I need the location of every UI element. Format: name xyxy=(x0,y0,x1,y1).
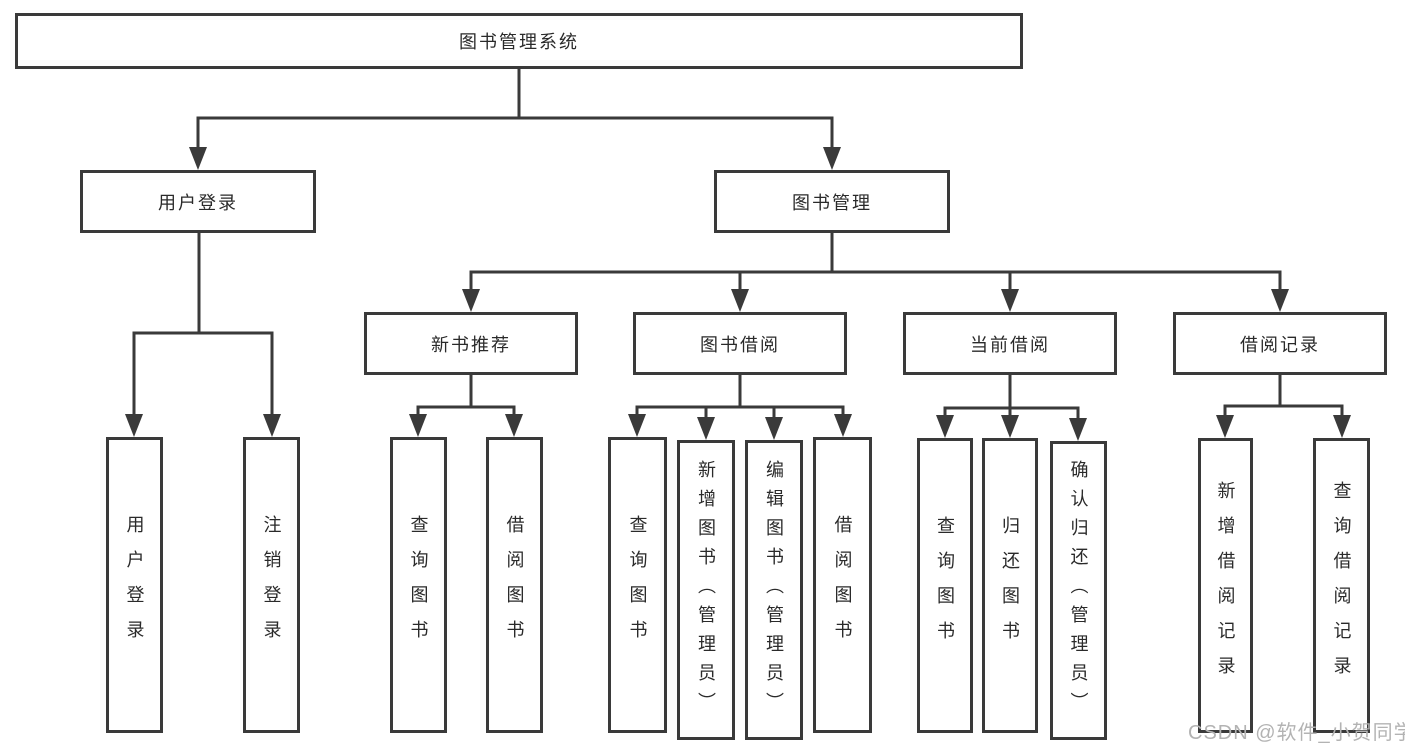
node-label: 用户登录 xyxy=(124,515,145,655)
leaf-query-books-current: 查询图书 xyxy=(917,438,973,733)
node-book-management: 图书管理 xyxy=(714,170,950,233)
node-label: 图书管理系统 xyxy=(459,32,579,52)
node-current-borrow: 当前借阅 xyxy=(903,312,1117,375)
node-label: 查询图书 xyxy=(408,515,429,655)
leaf-borrow-books: 借阅图书 xyxy=(813,437,872,733)
leaf-query-books-recommend: 查询图书 xyxy=(390,437,447,733)
leaf-logout: 注销登录 xyxy=(243,437,300,733)
node-label: 新增图书（管理员） xyxy=(696,459,716,721)
node-label: 图书管理 xyxy=(792,192,872,213)
leaf-query-books-borrow: 查询图书 xyxy=(608,437,667,733)
leaf-edit-books-admin: 编辑图书（管理员） xyxy=(745,440,803,740)
leaf-borrow-books-recommend: 借阅图书 xyxy=(486,437,543,733)
leaf-confirm-return-admin: 确认归还（管理员） xyxy=(1050,441,1107,740)
node-label: 编辑图书（管理员） xyxy=(764,459,784,721)
node-label: 查询图书 xyxy=(935,515,955,656)
node-label: 归还图书 xyxy=(1000,515,1020,656)
leaf-user-login: 用户登录 xyxy=(106,437,163,733)
node-label: 用户登录 xyxy=(158,192,238,213)
node-label: 新书推荐 xyxy=(431,334,511,355)
node-label: 借阅图书 xyxy=(832,515,853,655)
node-label: 查询借阅记录 xyxy=(1331,480,1352,691)
node-new-book-recommend: 新书推荐 xyxy=(364,312,578,375)
node-label: 图书借阅 xyxy=(700,334,780,355)
leaf-add-books-admin: 新增图书（管理员） xyxy=(677,440,735,740)
node-label: 注销登录 xyxy=(261,515,282,655)
node-label: 新增借阅记录 xyxy=(1215,480,1236,691)
node-label: 确认归还（管理员） xyxy=(1068,460,1089,721)
leaf-add-borrow-record: 新增借阅记录 xyxy=(1198,438,1253,733)
node-label: 借阅图书 xyxy=(504,515,525,655)
node-borrow-records: 借阅记录 xyxy=(1173,312,1387,375)
node-label: 借阅记录 xyxy=(1240,334,1320,355)
leaf-query-borrow-record: 查询借阅记录 xyxy=(1313,438,1370,733)
node-label: 当前借阅 xyxy=(970,334,1050,355)
node-user-login: 用户登录 xyxy=(80,170,316,233)
node-library-system: 图书管理系统 xyxy=(15,13,1023,69)
node-book-borrow: 图书借阅 xyxy=(633,312,847,375)
node-label: 查询图书 xyxy=(627,515,648,655)
leaf-return-books: 归还图书 xyxy=(982,438,1038,733)
watermark: CSDN @软件_小贺同学 xyxy=(1188,722,1405,744)
